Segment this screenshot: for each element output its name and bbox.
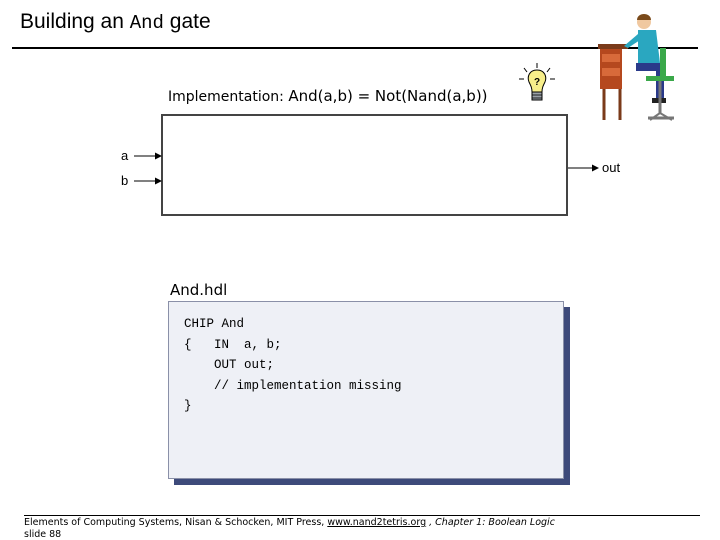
svg-text:?: ? bbox=[534, 77, 540, 88]
footer-slide-number: slide 88 bbox=[24, 528, 62, 540]
implementation-label: Implementation: bbox=[168, 89, 284, 105]
output-label: out bbox=[602, 160, 621, 175]
title-suffix: gate bbox=[163, 10, 211, 33]
implementation-formula: And(a,b) = Not(Nand(a,b)) bbox=[288, 87, 488, 105]
code-line: OUT out; bbox=[184, 358, 275, 372]
slide-title: Building an And gate bbox=[20, 10, 211, 34]
code-line: { IN a, b; bbox=[184, 337, 282, 352]
input-a-label: a bbox=[121, 148, 129, 163]
footer-link[interactable]: www.nand2tetris.org bbox=[327, 517, 427, 528]
code-line: } bbox=[184, 399, 192, 413]
title-code: And bbox=[129, 12, 164, 34]
footer-rule bbox=[24, 515, 700, 516]
footer: Elements of Computing Systems, Nisan & S… bbox=[24, 517, 555, 540]
title-prefix: Building an bbox=[20, 10, 130, 33]
and-gate-box bbox=[161, 114, 568, 216]
code-line: CHIP And bbox=[184, 317, 245, 331]
title-rule bbox=[12, 47, 698, 49]
person-at-desk-icon bbox=[598, 14, 674, 121]
footer-chapter: , Chapter 1: Boolean Logic bbox=[426, 517, 555, 528]
implementation-line: Implementation: And(a,b) = Not(Nand(a,b)… bbox=[168, 87, 488, 105]
hdl-code-box: CHIP And { IN a, b; OUT out; // implemen… bbox=[168, 301, 564, 479]
footer-credits: Elements of Computing Systems, Nisan & S… bbox=[24, 517, 328, 528]
input-b-label: b bbox=[121, 173, 129, 188]
footer-credits-line: Elements of Computing Systems, Nisan & S… bbox=[24, 517, 555, 529]
code-line: // implementation missing bbox=[184, 378, 402, 393]
hdl-file-label: And.hdl bbox=[170, 281, 228, 299]
lightbulb-icon: ? bbox=[519, 63, 555, 101]
